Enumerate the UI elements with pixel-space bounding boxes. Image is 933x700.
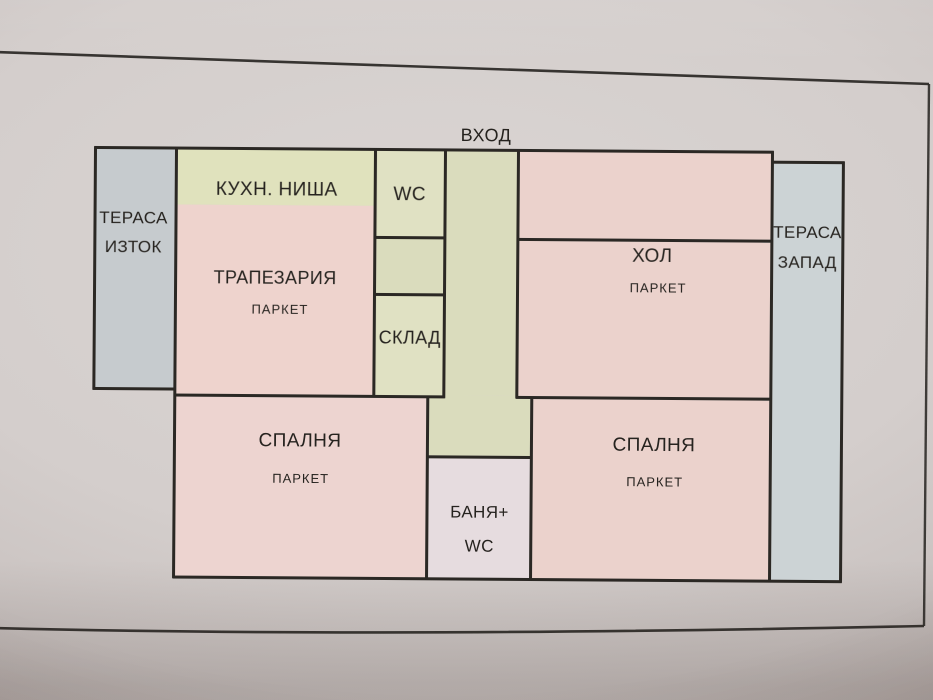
floor-label-bedroom-right: ПАРКЕТ — [626, 474, 684, 490]
room-label-bedroom-left: СПАЛНЯ — [258, 430, 342, 452]
room-label-line: ЗАПАД — [777, 252, 837, 273]
room-bedroom-left — [175, 396, 427, 578]
entrance-label: ВХОД — [460, 125, 512, 146]
floor-label-dining: ПАРКЕТ — [251, 301, 309, 317]
wall — [92, 386, 177, 391]
room-label-line: WC — [464, 536, 494, 556]
hall-upper-strip — [519, 150, 771, 240]
floor-label-bedroom-left: ПАРКЕТ — [272, 470, 330, 487]
room-label-line: БАНЯ+ — [450, 502, 509, 522]
wall — [373, 292, 447, 297]
room-label-line: ТЕРАСА — [773, 222, 842, 243]
room-label-dining: ТРАПЕЗАРИЯ — [213, 267, 337, 289]
room-label-terrace-east: ТЕРАСА ИЗТОК — [99, 203, 168, 261]
room-label-terrace-west: ТЕРАСА ЗАПАД — [773, 218, 842, 278]
wall — [770, 160, 845, 165]
floor-label-hall: ПАРКЕТ — [629, 280, 687, 296]
room-label-line: ИЗТОК — [104, 237, 162, 257]
room-label-line: ТЕРАСА — [99, 207, 168, 228]
room-terrace-east — [94, 147, 177, 389]
room-label-wc: WC — [393, 184, 427, 206]
room-label-bedroom-right: СПАЛНЯ — [612, 434, 696, 457]
wall — [374, 235, 447, 240]
room-label-bathroom: БАНЯ+ WC — [450, 495, 509, 563]
room-label-hall: ХОЛ — [632, 245, 673, 267]
room-label-kitchen-niche: КУХН. НИША — [215, 178, 338, 201]
room-label-storage: СКЛАД — [378, 327, 441, 348]
corridor-lower — [428, 395, 531, 457]
room-dining — [176, 204, 376, 395]
